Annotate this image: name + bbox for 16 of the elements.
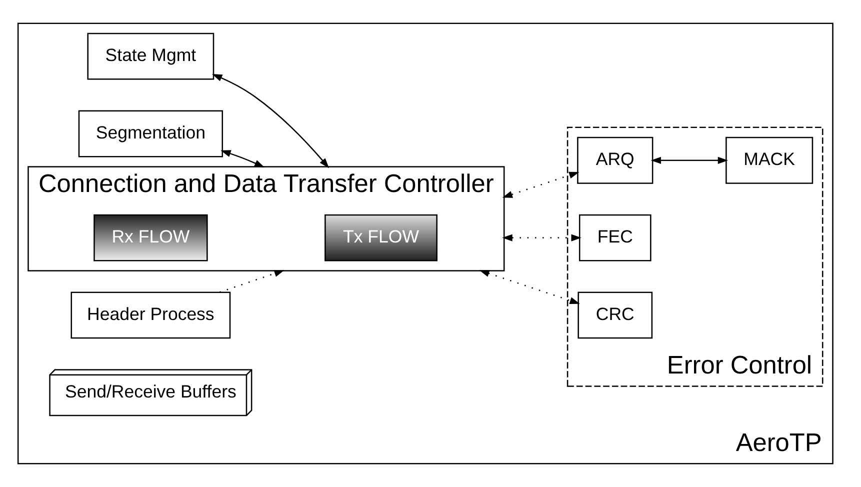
node-box: MACK — [726, 136, 814, 184]
arrow — [502, 172, 580, 198]
node-box: Rx FLOW — [94, 214, 208, 262]
arrow — [212, 74, 330, 168]
node-box: State Mgmt — [87, 32, 214, 80]
arrow — [220, 150, 265, 168]
node-box: FEC — [578, 214, 652, 262]
node-box: CRC — [578, 292, 653, 339]
arrow — [650, 156, 728, 164]
node-box: Segmentation — [78, 110, 224, 158]
node-box: ARQ — [577, 136, 654, 184]
node-box: Header Process — [70, 292, 231, 339]
arrow — [219, 270, 284, 293]
node-box: Tx FLOW — [324, 214, 438, 262]
arrow — [479, 270, 580, 304]
arrow — [502, 234, 582, 242]
